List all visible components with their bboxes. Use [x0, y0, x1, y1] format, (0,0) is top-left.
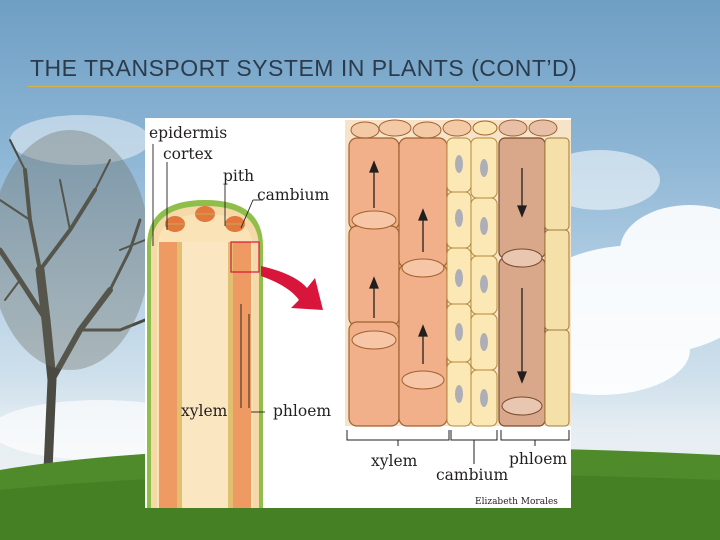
stem-section — [147, 200, 263, 508]
leader-lines — [152, 144, 265, 413]
flow-arrow-up-icon — [369, 160, 428, 364]
label-pith: pith — [223, 167, 254, 185]
tissue-detail — [345, 119, 571, 427]
label-cambium-detail: cambium — [436, 466, 508, 484]
diagram-svg: epidermis cortex pith cambium xylem phlo… — [147, 119, 571, 508]
cambium-cells — [446, 137, 498, 427]
companion-cells — [544, 137, 570, 427]
zoom-box — [230, 241, 260, 273]
stem-xylem-right — [233, 242, 251, 508]
slide-title: THE TRANSPORT SYSTEM IN PLANTS (CONT’D) — [30, 55, 578, 81]
tissue-brackets — [346, 430, 570, 464]
tree-twigs — [0, 130, 150, 370]
oak-tree — [0, 139, 147, 475]
stem-xylem-left — [159, 242, 177, 508]
label-xylem-detail: xylem — [371, 452, 418, 470]
label-cortex: cortex — [163, 145, 213, 163]
flow-arrow-down-icon — [517, 168, 527, 384]
label-phloem-detail: phloem — [509, 450, 567, 468]
title-underline — [28, 86, 720, 87]
label-phloem-stem: phloem — [273, 402, 331, 420]
transport-diagram: epidermis cortex pith cambium xylem phlo… — [145, 118, 571, 508]
label-cambium-stem: cambium — [257, 186, 329, 204]
label-xylem-stem: xylem — [181, 402, 228, 420]
magnify-arrow-icon — [261, 266, 323, 310]
image-credit: Elizabeth Morales — [475, 497, 558, 507]
label-epidermis: epidermis — [149, 124, 227, 142]
stem-pith — [182, 242, 228, 508]
